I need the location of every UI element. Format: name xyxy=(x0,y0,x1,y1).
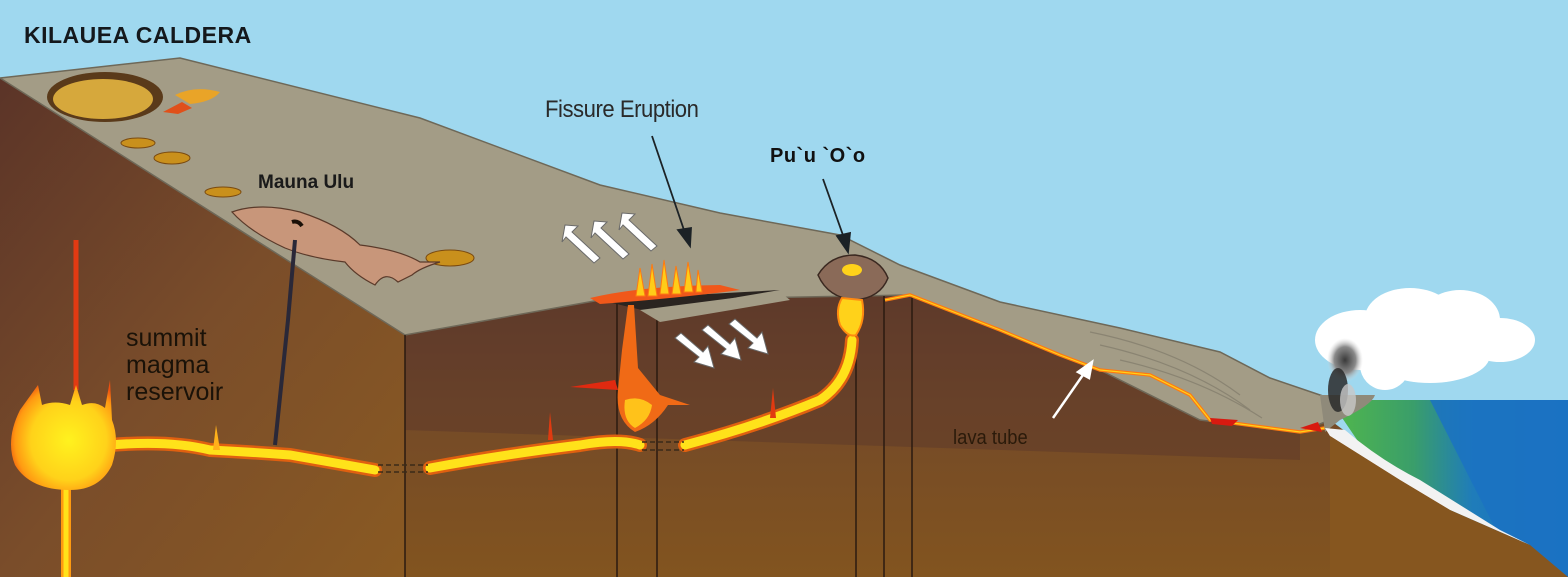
leader-arrows xyxy=(651,135,852,255)
rift-step xyxy=(640,292,790,322)
label-fissure-eruption: Fissure Eruption xyxy=(545,96,699,123)
pit-crater xyxy=(120,137,156,149)
label-summit-line: reservoir xyxy=(126,378,224,406)
spreading-arrows-up xyxy=(561,212,658,264)
label-mauna-ulu: Mauna Ulu xyxy=(258,172,355,193)
label-summit-line: summit xyxy=(126,324,207,352)
lava-tube-arrow xyxy=(1051,359,1094,419)
ocean-deep xyxy=(1430,400,1568,577)
magma-conduit-core xyxy=(105,335,857,475)
lava-pond xyxy=(163,102,192,114)
flow-lines xyxy=(1089,331,1263,419)
minor-dike xyxy=(548,412,553,440)
puu-oo-cone xyxy=(817,254,889,301)
diagram-title: KILAUEA CALDERA xyxy=(24,22,252,48)
mauna-ulu-vent xyxy=(291,219,304,228)
fissure-dike-core xyxy=(624,398,652,428)
lava-breakout xyxy=(1300,422,1322,432)
summit-magma-reservoir xyxy=(11,380,116,490)
label-summit-line: magma xyxy=(126,351,210,379)
fissure-fountains xyxy=(635,259,703,297)
puu-oo-conduit xyxy=(836,296,865,337)
label-puu-oo: Pu`u `O`o xyxy=(770,145,866,167)
rift-crack xyxy=(600,290,780,312)
pit-crater xyxy=(204,186,242,198)
conduit-gap xyxy=(378,441,684,473)
halemaumau-crater xyxy=(175,89,220,104)
steam-cloud xyxy=(1315,288,1535,390)
minor-dike xyxy=(770,388,776,418)
reservoir-branch xyxy=(213,425,220,450)
submarine-debris xyxy=(1325,428,1530,545)
label-summit-magma-reservoir: summit magma reservoir xyxy=(126,325,223,406)
seafloor-slope xyxy=(1330,436,1568,577)
fissure-sill xyxy=(570,380,618,390)
mauna-ulu-flow xyxy=(230,206,441,286)
label-lava-tube: lava tube xyxy=(953,427,1028,449)
pit-crater xyxy=(153,151,191,165)
lava-breakout xyxy=(1210,418,1238,426)
lava-tube-highlight xyxy=(884,294,1326,433)
ocean-entry-smoke xyxy=(1327,338,1363,416)
summit-crater-floor xyxy=(53,79,153,119)
dike xyxy=(273,239,297,446)
puu-oo-vent xyxy=(842,264,862,276)
spreading-arrows-down xyxy=(674,318,769,369)
